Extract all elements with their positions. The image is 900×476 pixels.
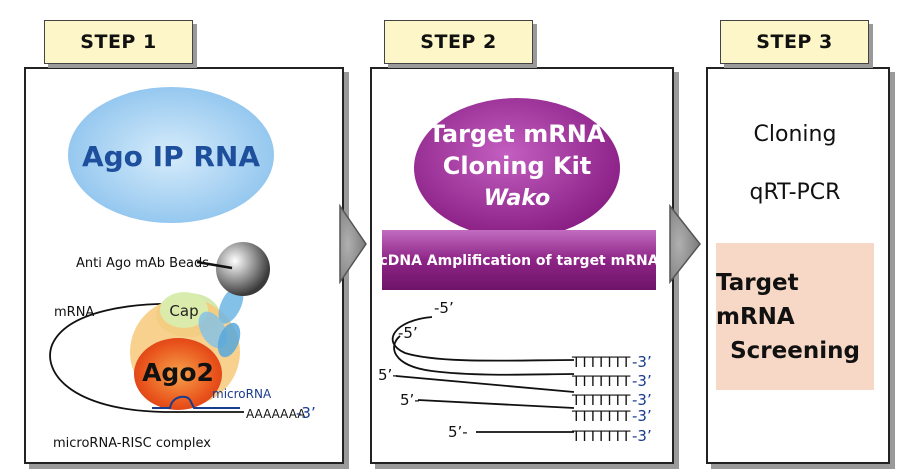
cdna-banner-label: cDNA Amplification of target mRNA xyxy=(379,253,658,269)
svg-text:TTTTTTT: TTTTTTT xyxy=(571,393,631,409)
svg-text:-3’: -3’ xyxy=(632,353,652,371)
arrow-step2-to-step3 xyxy=(669,203,701,285)
cdna-strands xyxy=(391,316,575,433)
polyt-row-5: TTTTTTT -3’ xyxy=(571,427,652,445)
cap-blob-top xyxy=(160,292,208,328)
svg-text:TTTTTTT: TTTTTTT xyxy=(571,429,631,445)
five-prime-left-3: 5’- xyxy=(448,423,468,441)
cap-label: Cap xyxy=(169,302,198,320)
polyt-row-2: TTTTTTT -3’ xyxy=(571,372,652,390)
kit-line2: Cloning Kit xyxy=(443,152,592,180)
cloning-label: Cloning xyxy=(753,122,837,147)
polya-label: AAAAAAA xyxy=(246,407,306,421)
ago-ip-rna-ellipse xyxy=(68,87,274,223)
svg-text:TTTTTTT: TTTTTTT xyxy=(571,355,631,371)
step1-tab: STEP 1 xyxy=(44,20,193,64)
antibody-shape-3 xyxy=(217,322,241,358)
polyt-row-1: TTTTTTT -3’ xyxy=(571,353,652,371)
bead-pointer-line xyxy=(196,260,233,270)
mrna-strand xyxy=(49,303,244,413)
antibody-shape-1 xyxy=(218,286,244,324)
svg-text:-3’: -3’ xyxy=(632,391,652,409)
svg-text:TTTTTTT: TTTTTTT xyxy=(571,409,631,425)
polyt-row-3: TTTTTTT -3’ xyxy=(571,391,652,409)
polyt-row-4: TTTTTTT -3’ xyxy=(571,407,652,425)
ago-ip-rna-label: Ago IP RNA xyxy=(82,140,260,173)
step3-tab: STEP 3 xyxy=(720,20,869,64)
kit-line3: Wako xyxy=(484,186,551,211)
anti-ago-beads-label: Anti Ago mAb Beads xyxy=(76,256,209,271)
screening-line2: Screening xyxy=(730,337,860,364)
svg-text:-3’: -3’ xyxy=(632,427,652,445)
svg-text:-3’: -3’ xyxy=(632,372,652,390)
step2-tab: STEP 2 xyxy=(384,20,533,64)
microrna-strand xyxy=(152,395,240,409)
microrna-label: microRNA xyxy=(212,387,272,401)
ago2-label: Ago2 xyxy=(142,358,214,387)
three-prime-label-step1: -3’ xyxy=(296,404,316,422)
target-mrna-screening-box: Target mRNA Screening xyxy=(716,243,874,390)
ago2-body xyxy=(134,338,222,410)
svg-text:TTTTTTT: TTTTTTT xyxy=(571,374,631,390)
screening-line1: Target mRNA xyxy=(716,269,799,330)
five-prime-top-1: -5’ xyxy=(434,299,454,317)
five-prime-top-2: -5’ xyxy=(398,324,418,342)
arrow-step1-to-step2 xyxy=(339,203,367,285)
five-prime-left-2: 5’- xyxy=(400,391,420,409)
ago-mab-bead xyxy=(216,242,270,296)
cdna-banner xyxy=(382,230,656,290)
svg-text:-3’: -3’ xyxy=(632,407,652,425)
microrna-risc-complex-label: microRNA-RISC complex xyxy=(53,436,211,451)
kit-line1: Target mRNA xyxy=(429,120,606,148)
five-prime-left-1: 5’- xyxy=(378,366,398,384)
cloning-kit-ellipse xyxy=(414,98,620,238)
mrna-label: mRNA xyxy=(54,305,94,320)
qrt-pcr-label: qRT-PCR xyxy=(749,180,841,205)
